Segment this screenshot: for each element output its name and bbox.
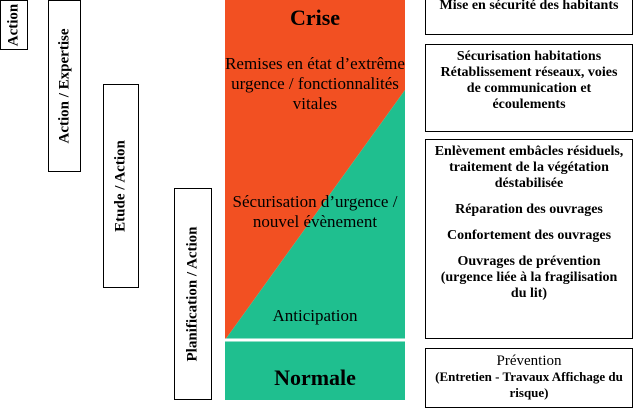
etude-action-label: Etude / Action: [112, 140, 129, 232]
planification-action-box: Planification / Action: [174, 188, 212, 400]
right-box-3: Enlèvement embâcles résiduels, traitemen…: [425, 139, 633, 339]
green-region: [225, 90, 405, 340]
normale-label: Normale: [274, 365, 356, 390]
right-box-1-text: Mise en sécurité des habitants: [439, 0, 619, 13]
red-region: [225, 0, 405, 340]
right-box-4-subtitle: (Entretien - Travaux Affichage du risque…: [435, 369, 623, 400]
right-box-2-text: Sécurisation habitations Rétablissement …: [440, 49, 618, 112]
action-box: Action: [0, 0, 28, 50]
right-box-2: Sécurisation habitations Rétablissement …: [425, 44, 633, 132]
right-box-1: Mise en sécurité des habitants: [425, 0, 633, 35]
remises-label: Remises en état d’extrême urgence / fonc…: [225, 54, 405, 113]
action-expertise-label: Action / Expertise: [56, 28, 72, 144]
center-background: [225, 0, 405, 400]
action-expertise-box: Action / Expertise: [48, 0, 81, 172]
etude-action-box: Etude / Action: [103, 84, 139, 288]
anticipation-label: Anticipation: [272, 306, 358, 325]
action-label: Action: [5, 3, 22, 47]
planification-action-label: Planification / Action: [184, 226, 201, 362]
right-box-3-item-3: Confortement des ouvrages: [446, 228, 612, 243]
right-box-3-item-4: Ouvrages de prévention (urgence liée à l…: [440, 254, 618, 301]
securisation-label: Sécurisation d’urgence / nouvel évènemen…: [232, 192, 398, 231]
normale-region: [225, 340, 405, 400]
crise-label: Crise: [289, 5, 341, 30]
center-column: Crise Remises en état d’extrême urgence …: [225, 0, 405, 400]
right-box-3-item-1: Enlèvement embâcles résiduels, traitemen…: [434, 144, 624, 191]
right-box-3-item-2: Réparation des ouvrages: [455, 202, 603, 217]
right-box-4-title: Prévention: [496, 353, 562, 369]
right-box-4: Prévention (Entretien - Travaux Affichag…: [425, 348, 633, 408]
